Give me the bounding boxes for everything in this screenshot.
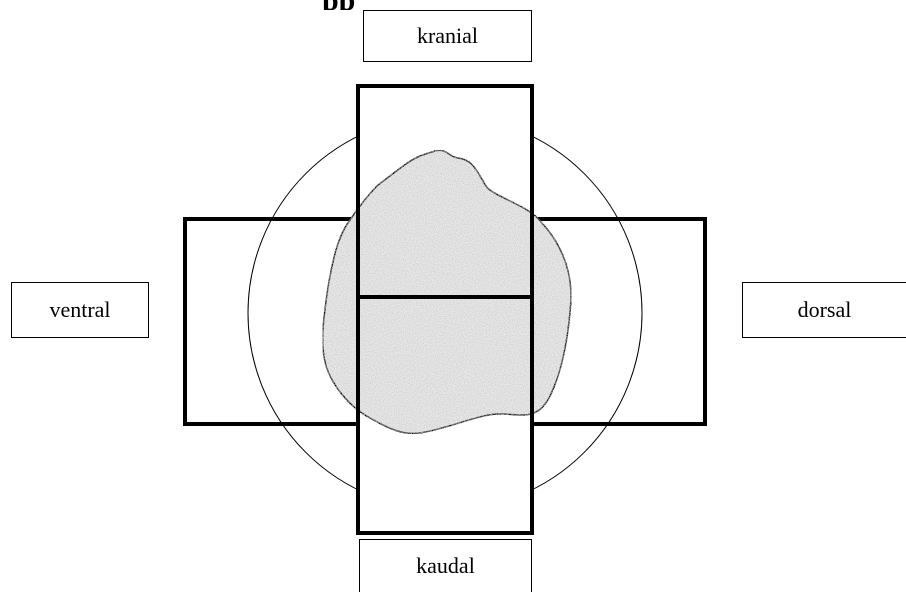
label-ventral-text: ventral bbox=[49, 297, 110, 323]
label-kaudal: kaudal bbox=[359, 539, 532, 592]
label-ventral: ventral bbox=[11, 282, 149, 338]
label-kranial-text: kranial bbox=[417, 23, 478, 49]
label-dorsal: dorsal bbox=[742, 282, 906, 338]
label-kaudal-text: kaudal bbox=[416, 553, 475, 579]
label-dorsal-text: dorsal bbox=[798, 297, 852, 323]
label-kranial: kranial bbox=[363, 10, 532, 62]
